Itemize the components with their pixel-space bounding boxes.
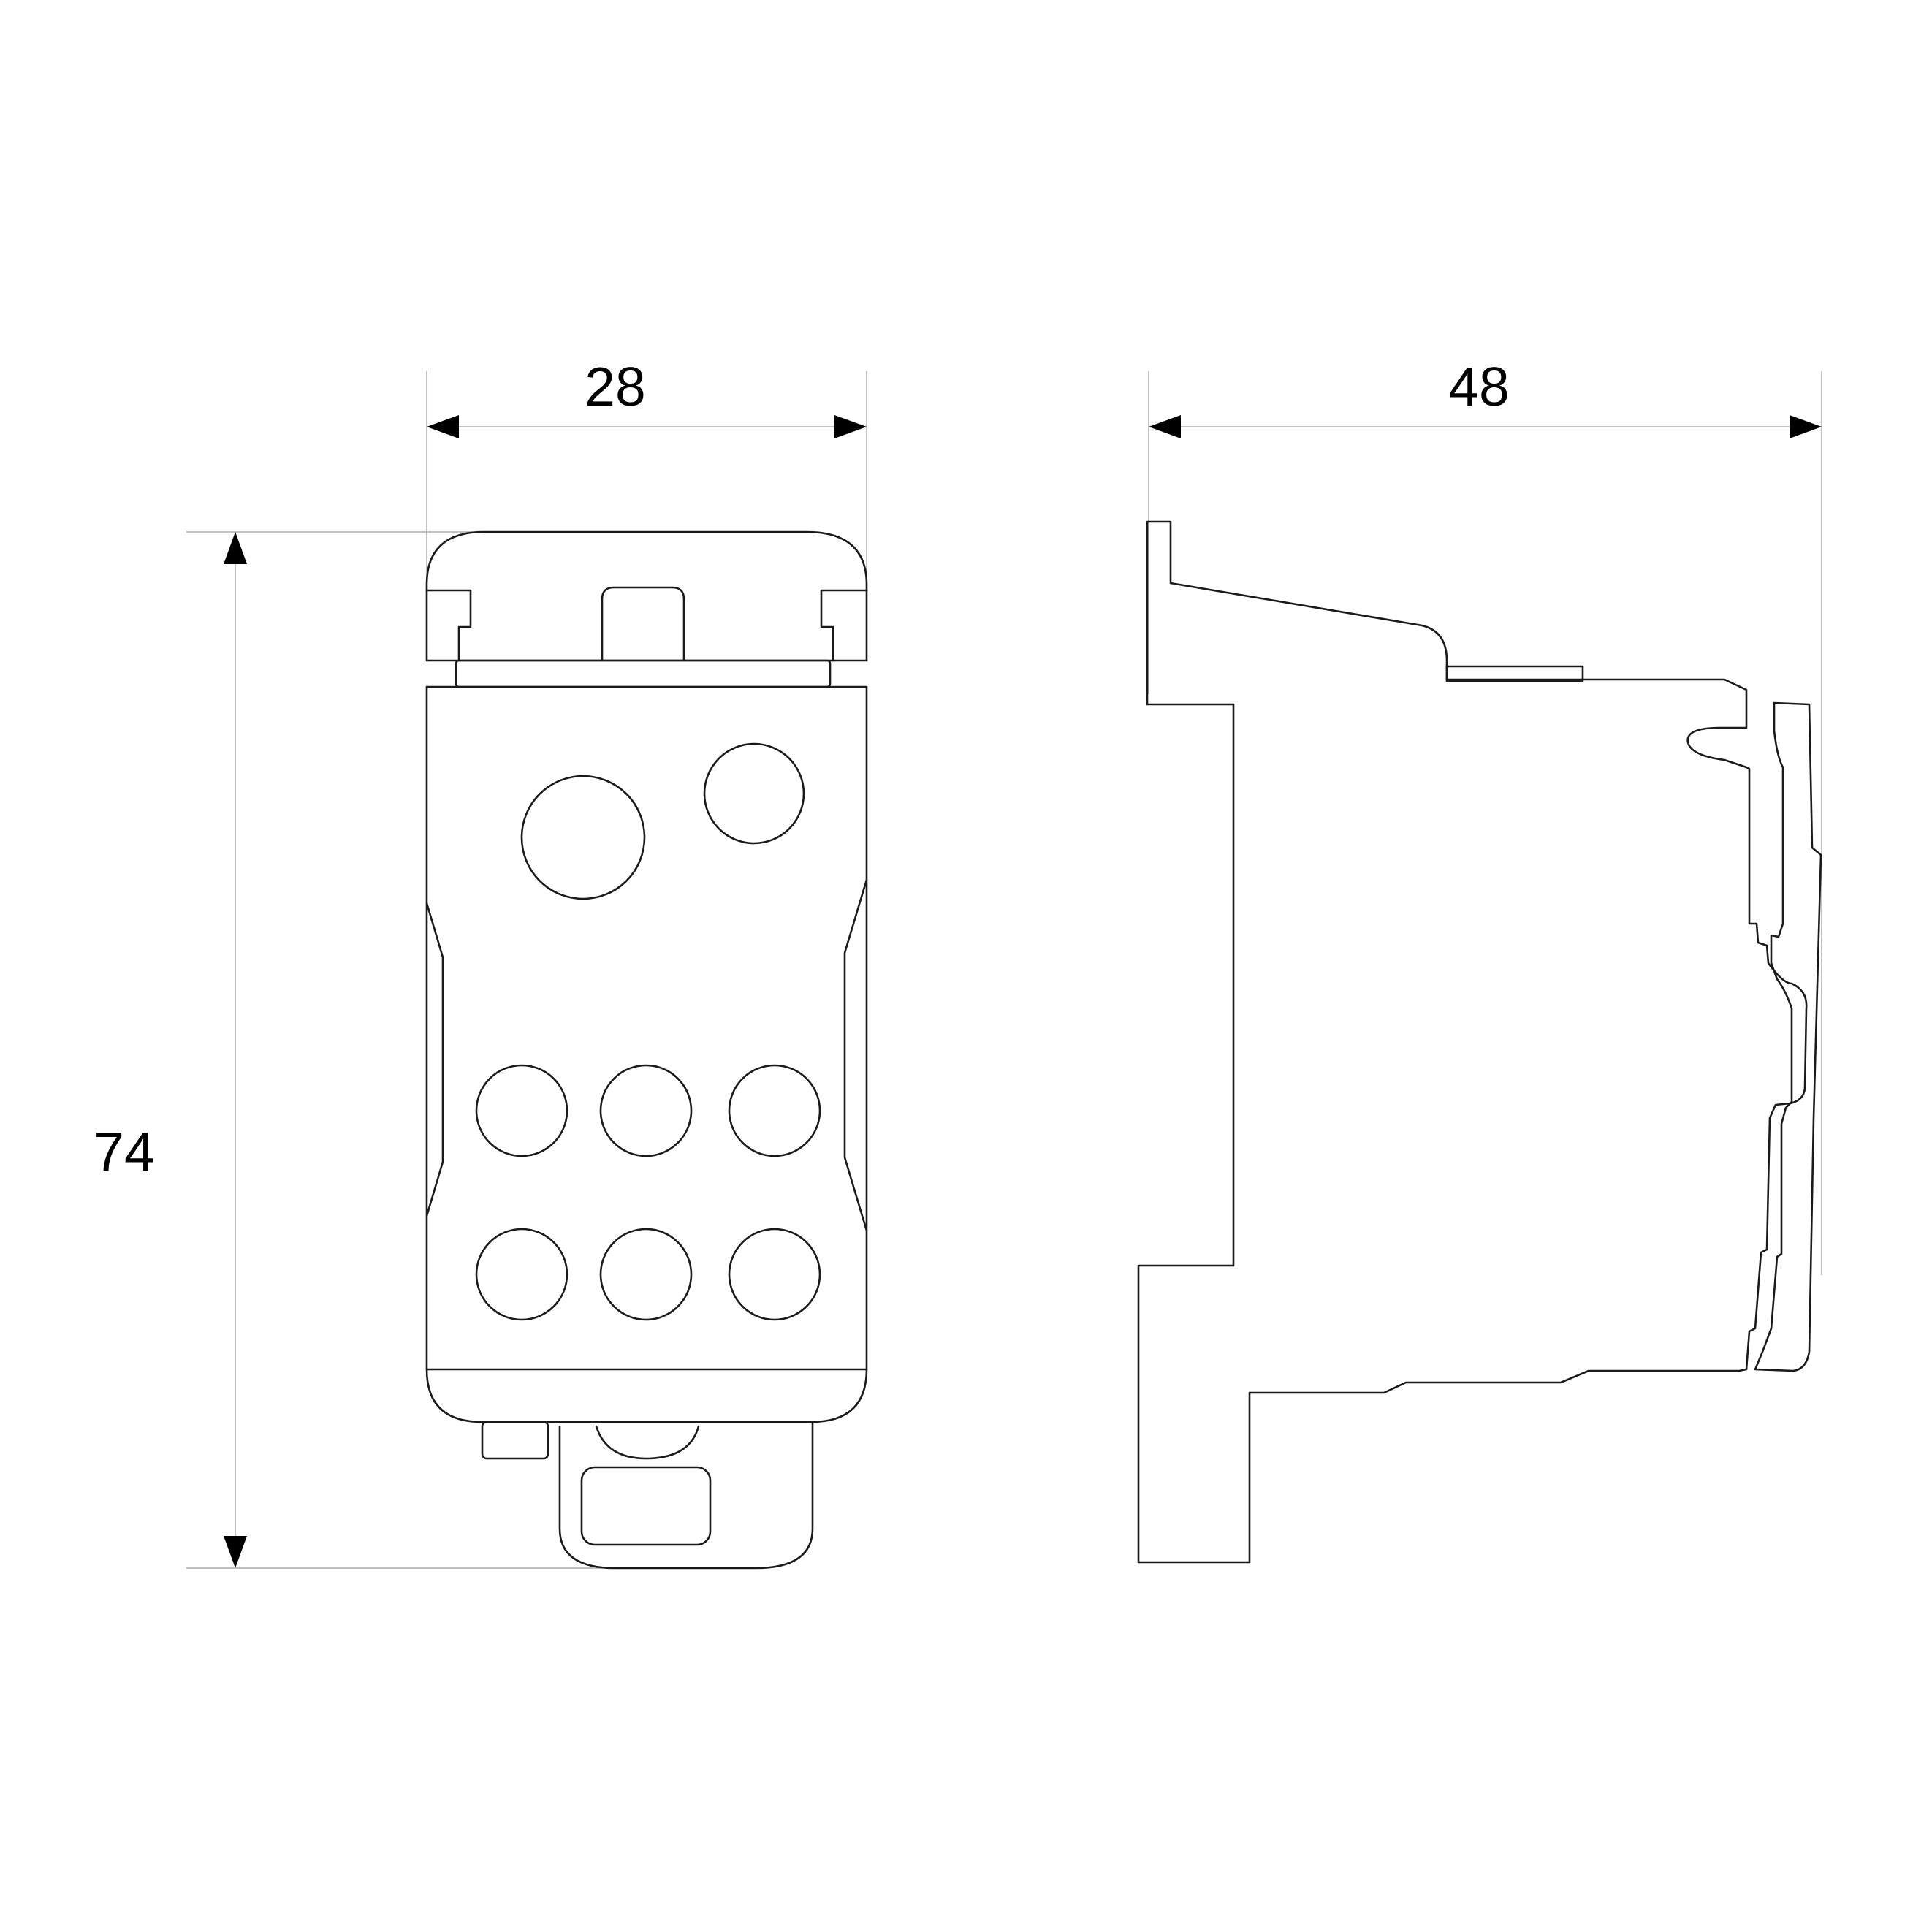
front-right-relief: [843, 878, 868, 1232]
side-depth-arrow-right: [1790, 415, 1822, 438]
side-top-cover-bar: [1445, 665, 1584, 682]
front-cover-bar: [455, 659, 832, 688]
side-depth-arrow-left: [1149, 415, 1181, 438]
front-bottom-arc: [595, 1425, 700, 1460]
front-terminal-hole: [599, 1064, 693, 1157]
front-top-cap: [425, 530, 868, 592]
front-top-tab: [601, 586, 685, 662]
front-width-arrow-left: [427, 415, 459, 438]
side-depth-label: 48: [1448, 356, 1509, 417]
front-main-body: [425, 685, 868, 1371]
front-din-clip: [558, 1421, 814, 1570]
front-height-label: 74: [94, 1121, 154, 1182]
front-terminal-hole: [728, 1228, 821, 1321]
front-large-terminal-hole: [520, 775, 646, 900]
front-view: [425, 530, 868, 1570]
side-view: [1137, 520, 1822, 1564]
side-depth-dimension: 48: [1148, 356, 1822, 1275]
front-medium-terminal-hole: [703, 742, 805, 845]
front-height-arrow-bottom: [224, 1536, 247, 1568]
front-terminal-hole: [475, 1064, 568, 1157]
front-terminal-hole: [728, 1064, 821, 1157]
front-width-arrow-right: [834, 415, 867, 438]
front-terminal-hole: [475, 1228, 568, 1321]
side-main-profile: [1137, 520, 1808, 1564]
front-right-clip: [820, 589, 868, 662]
front-width-label: 28: [585, 356, 645, 417]
front-bottom-cap: [425, 1368, 868, 1423]
front-bottom-small-tab: [481, 1421, 549, 1460]
front-left-relief: [425, 902, 444, 1217]
front-height-dimension: 74: [94, 531, 621, 1569]
front-din-clip-slot: [580, 1466, 712, 1546]
front-height-arrow-top: [224, 532, 247, 564]
front-width-dimension: 28: [426, 356, 867, 628]
side-din-spring-latch: [1754, 701, 1822, 1372]
front-left-clip: [425, 589, 472, 662]
front-terminal-hole: [599, 1228, 693, 1321]
